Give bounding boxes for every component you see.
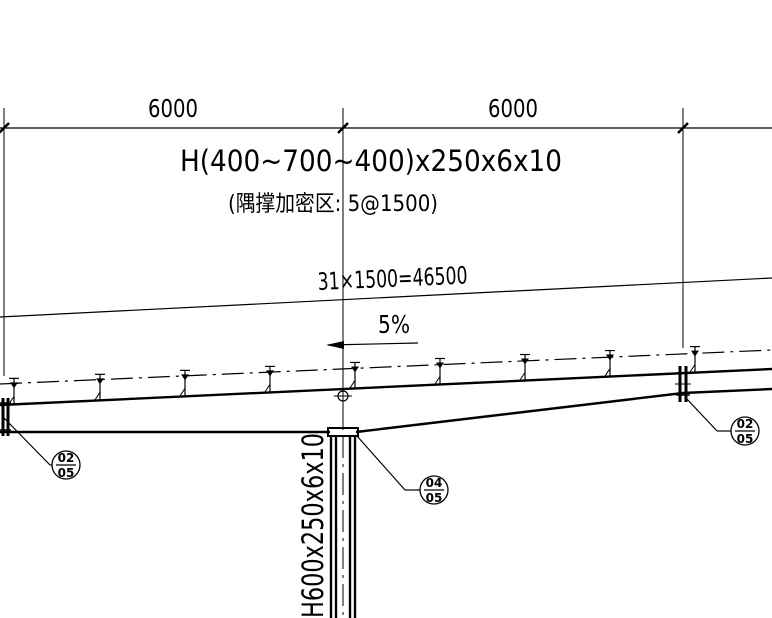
dimension-tick-left bbox=[0, 122, 10, 134]
purlin-marker bbox=[178, 369, 190, 398]
detail-callout-right: 02 05 bbox=[685, 397, 760, 446]
purlin-marker bbox=[93, 373, 105, 402]
dimension-tick-center bbox=[337, 122, 349, 134]
dimension-chain: 6000 6000 bbox=[0, 94, 772, 430]
rafter-top-flange bbox=[0, 367, 772, 407]
purlin-centerline bbox=[0, 349, 772, 385]
purlin-marker bbox=[348, 361, 360, 390]
purlin-spacing-label: 31×1500=46500 bbox=[317, 261, 468, 296]
slope-label: 5% bbox=[378, 310, 410, 339]
purlin-marker bbox=[263, 365, 275, 394]
detail-left-sheet: 05 bbox=[58, 466, 75, 480]
center-joint bbox=[327, 388, 359, 437]
purlin-marker bbox=[7, 377, 19, 406]
purlin-marker bbox=[518, 353, 530, 382]
rafter-bottom-flange-right bbox=[355, 391, 684, 434]
detail-center-sheet: 05 bbox=[426, 491, 443, 505]
right-splice-plate bbox=[675, 366, 691, 402]
beam-section-label: H(400~700~400)x250x6x10 bbox=[180, 144, 562, 178]
left-end-plate bbox=[0, 398, 11, 436]
rafter-beam bbox=[0, 367, 772, 434]
detail-center-number: 04 bbox=[426, 476, 443, 490]
purlin-marker bbox=[603, 349, 615, 378]
column bbox=[329, 436, 357, 618]
brace-note-label: (隅撑加密区: 5@1500) bbox=[228, 192, 438, 217]
detail-callout-left: 02 05 bbox=[3, 417, 81, 480]
detail-left-number: 02 bbox=[58, 451, 75, 465]
detail-right-sheet: 05 bbox=[737, 432, 754, 446]
purlin-markers bbox=[7, 345, 700, 406]
purlin-marker bbox=[688, 345, 700, 374]
dimension-right-label: 6000 bbox=[488, 94, 538, 123]
rafter-bottom-flange-end bbox=[682, 387, 772, 395]
detail-callout-center: 04 05 bbox=[356, 435, 449, 505]
purlin-marker bbox=[433, 357, 445, 386]
dimension-tick-right bbox=[677, 122, 689, 134]
column-section-label: H600x250x6x10 bbox=[296, 433, 330, 618]
slope-arrow bbox=[326, 341, 419, 349]
dimension-left-label: 6000 bbox=[148, 94, 198, 123]
detail-right-number: 02 bbox=[737, 417, 754, 431]
slope-reference-line bbox=[0, 277, 772, 318]
